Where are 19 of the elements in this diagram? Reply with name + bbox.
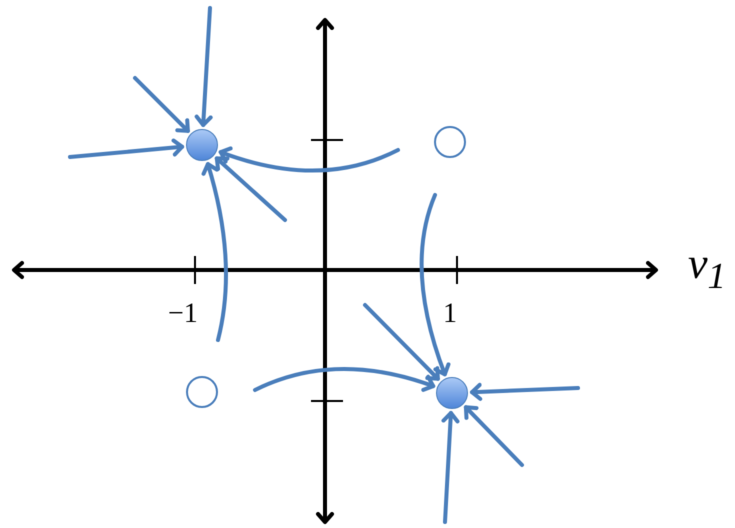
- flow-arrow: [133, 76, 190, 133]
- flow-arrow: [194, 6, 213, 127]
- axis-label: v$_{1}$: [688, 242, 726, 294]
- stable-point: [436, 377, 468, 409]
- flow-arrow: [441, 411, 460, 524]
- flow-arrow: [470, 382, 580, 401]
- flow-arrow: [201, 162, 228, 342]
- tick-label: −1: [168, 300, 198, 328]
- tick-label: 1: [443, 300, 457, 328]
- flow-arrow: [420, 193, 451, 376]
- flow-arrow: [68, 138, 184, 159]
- flow-arrow: [214, 156, 287, 222]
- stable-point: [186, 129, 218, 161]
- flow-arrow: [363, 303, 440, 381]
- unstable-point: [186, 376, 218, 408]
- unstable-point: [434, 126, 466, 158]
- flow-arrow: [464, 405, 524, 467]
- flow-arrow: [253, 367, 436, 392]
- flow-arrow: [218, 146, 400, 173]
